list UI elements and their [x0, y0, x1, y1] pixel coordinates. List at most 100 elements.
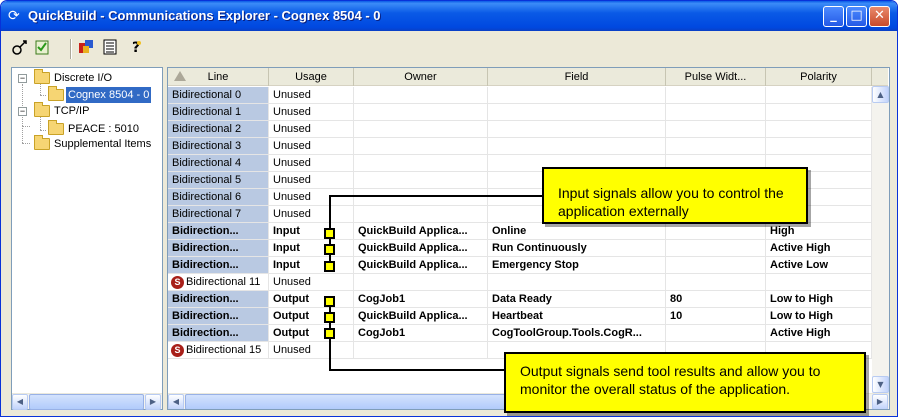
cell-polarity: High — [766, 223, 872, 240]
title-bar[interactable]: ⟳ QuickBuild - Communications Explorer -… — [1, 1, 897, 31]
column-header-pulse-width[interactable]: Pulse Widt... — [666, 68, 766, 86]
cell-usage: Unused — [269, 138, 354, 155]
cell-owner — [354, 104, 488, 121]
sort-ascending-icon — [174, 71, 186, 81]
cell-owner — [354, 172, 488, 189]
column-header-line[interactable]: Line — [168, 68, 269, 86]
cell-field — [488, 104, 666, 121]
tree-item-peace-5010[interactable]: PEACE : 5010 — [16, 120, 156, 137]
output-marker — [324, 312, 335, 323]
output-marker — [324, 328, 335, 339]
cell-field — [488, 87, 666, 104]
cell-owner: QuickBuild Applica... — [354, 223, 488, 240]
cell-pulse: 80 — [666, 291, 766, 308]
scroll-right-icon[interactable]: ▶ — [145, 394, 161, 410]
cell-usage: Input — [269, 240, 354, 257]
cell-polarity: Active High — [766, 240, 872, 257]
cell-owner — [354, 87, 488, 104]
list-icon[interactable] — [99, 38, 121, 60]
cell-line: Bidirection... — [168, 223, 269, 240]
tree-item-discrete-io[interactable]: − Discrete I/O — [16, 69, 156, 86]
cell-line: Bidirectional 2 — [168, 121, 269, 138]
cell-pulse — [666, 121, 766, 138]
tree-item-label: PEACE : 5010 — [68, 123, 139, 135]
connect-icon[interactable] — [9, 38, 31, 60]
signal-status-icon: S — [171, 344, 184, 357]
tree-item-label: TCP/IP — [54, 105, 90, 117]
column-header-usage[interactable]: Usage — [269, 68, 354, 86]
cell-polarity — [766, 87, 872, 104]
cell-usage: Unused — [269, 172, 354, 189]
cell-usage: Unused — [269, 87, 354, 104]
device-tree: − Discrete I/O Cognex 8504 - 0 − TCP/IP … — [11, 67, 163, 410]
cell-field: Data Ready — [488, 291, 666, 308]
maximize-button[interactable]: □ — [846, 6, 867, 27]
scroll-down-icon[interactable]: ▼ — [872, 376, 889, 393]
cell-field — [488, 138, 666, 155]
cell-field: Run Continuously — [488, 240, 666, 257]
tree-item-label: Supplemental Items — [54, 138, 152, 150]
tree-horizontal-scrollbar[interactable]: ◀ ▶ — [12, 393, 162, 410]
scroll-left-icon[interactable]: ◀ — [168, 394, 184, 409]
cell-usage: Unused — [269, 189, 354, 206]
cell-polarity: Low to High — [766, 308, 872, 325]
toolbar: ? — [5, 36, 895, 62]
cell-usage: Unused — [269, 274, 354, 291]
cell-owner: CogJob1 — [354, 325, 488, 342]
scroll-thumb[interactable] — [29, 394, 144, 410]
grid-vertical-scrollbar[interactable]: ▲ ▼ — [872, 86, 889, 393]
cell-line: Bidirectional 1 — [168, 104, 269, 121]
scroll-up-icon[interactable]: ▲ — [872, 86, 889, 103]
cell-field: Heartbeat — [488, 308, 666, 325]
column-header-field[interactable]: Field — [488, 68, 666, 86]
cell-owner — [354, 206, 488, 223]
help-icon[interactable]: ? — [125, 38, 147, 60]
column-header-polarity[interactable]: Polarity — [766, 68, 872, 86]
input-marker — [324, 244, 335, 255]
tree-item-tcpip[interactable]: − TCP/IP — [16, 102, 156, 119]
collapse-icon[interactable]: − — [18, 106, 27, 116]
cell-pulse — [666, 257, 766, 274]
column-header-owner[interactable]: Owner — [354, 68, 488, 86]
cell-owner — [354, 138, 488, 155]
cell-pulse — [666, 104, 766, 121]
cell-usage: Unused — [269, 342, 354, 359]
validate-icon[interactable] — [31, 38, 53, 60]
scroll-right-icon[interactable]: ▶ — [872, 394, 888, 409]
svg-text:?: ? — [132, 40, 140, 56]
folder-icon — [48, 86, 64, 101]
scroll-left-icon[interactable]: ◀ — [12, 394, 28, 410]
tree-item-supplemental[interactable]: Supplemental Items — [16, 135, 162, 152]
cell-line: Bidirection... — [168, 257, 269, 274]
cell-usage: Input — [269, 257, 354, 274]
cell-pulse — [666, 87, 766, 104]
cell-polarity — [766, 104, 872, 121]
cell-line: Bidirection... — [168, 325, 269, 342]
device-icon[interactable] — [75, 38, 97, 60]
collapse-icon[interactable]: − — [18, 73, 27, 83]
close-button[interactable]: ✕ — [869, 6, 890, 27]
output-marker — [324, 296, 335, 307]
cell-polarity — [766, 121, 872, 138]
cell-field: CogToolGroup.Tools.CogR... — [488, 325, 666, 342]
cell-line: Bidirectional 7 — [168, 206, 269, 223]
tree-item-cognex-8504[interactable]: Cognex 8504 - 0 — [16, 86, 164, 103]
cell-pulse — [666, 325, 766, 342]
minimize-button[interactable]: _ — [823, 6, 844, 27]
cell-pulse — [666, 240, 766, 257]
